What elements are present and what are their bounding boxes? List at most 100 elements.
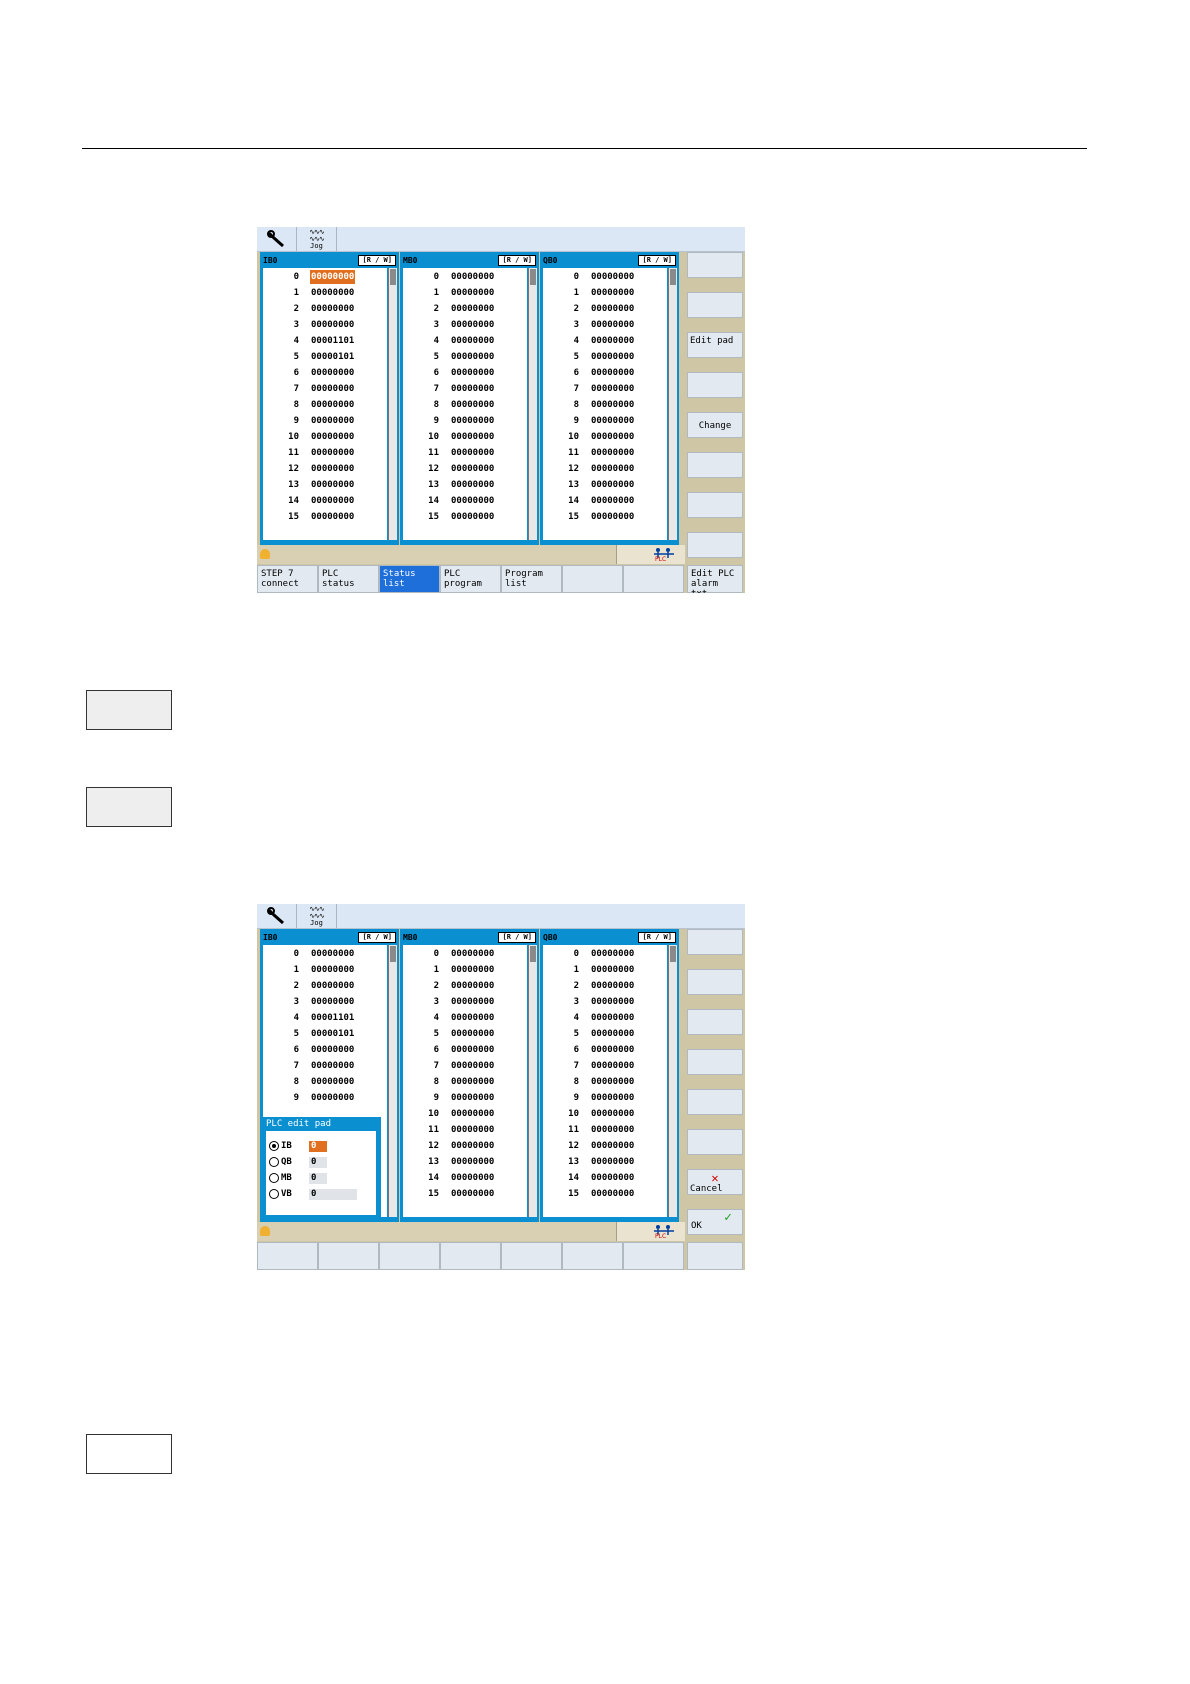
- horizontal-softkey-5[interactable]: [501, 1242, 562, 1270]
- vertical-softkey-6[interactable]: [687, 452, 743, 478]
- jog-mode-button[interactable]: ∿∿∿∿∿∿ Jog: [297, 227, 337, 251]
- option-value-field[interactable]: 0: [309, 1157, 327, 1168]
- vertical-softkey-3[interactable]: Edit pad: [687, 332, 743, 358]
- vertical-softkey-7[interactable]: [687, 492, 743, 518]
- scrollbar-thumb[interactable]: [530, 269, 536, 285]
- scrollbar[interactable]: [528, 268, 537, 540]
- scrollbar-thumb[interactable]: [390, 946, 396, 962]
- horizontal-softkey-5[interactable]: Program list: [501, 565, 562, 593]
- horizontal-softkey-8[interactable]: [687, 1242, 743, 1270]
- horizontal-softkey-1[interactable]: [257, 1242, 318, 1270]
- option-value-field[interactable]: 0: [309, 1173, 327, 1184]
- vertical-softkey-2[interactable]: [687, 969, 743, 995]
- horizontal-softkey-8[interactable]: Edit PLC alarm txt: [687, 565, 743, 593]
- horizontal-softkey-3[interactable]: [379, 1242, 440, 1270]
- horizontal-softkey-4[interactable]: PLC program: [440, 565, 501, 593]
- radio-button[interactable]: [269, 1172, 279, 1183]
- vertical-softkey-1[interactable]: [687, 252, 743, 278]
- option-value-field[interactable]: 0: [309, 1141, 327, 1152]
- vertical-softkey-1[interactable]: [687, 929, 743, 955]
- vertical-softkey-7[interactable]: ✕Cancel: [687, 1169, 743, 1195]
- radio-button[interactable]: [269, 1140, 279, 1151]
- horizontal-softkey-2[interactable]: [318, 1242, 379, 1270]
- scrollbar[interactable]: [668, 945, 677, 1217]
- option-value-field[interactable]: 0: [309, 1189, 357, 1200]
- horizontal-softkey-7[interactable]: [623, 1242, 684, 1270]
- horizontal-softkey-7[interactable]: [623, 565, 684, 593]
- scrollbar[interactable]: [388, 945, 397, 1217]
- radio-button[interactable]: [269, 1188, 279, 1199]
- vertical-softkey-8[interactable]: ✓OK: [687, 1209, 743, 1235]
- horizontal-softkey-6[interactable]: [562, 565, 623, 593]
- vertical-softkey-4[interactable]: [687, 372, 743, 398]
- horizontal-softkey-4[interactable]: [440, 1242, 501, 1270]
- scrollbar-thumb[interactable]: [530, 946, 536, 962]
- scrollbar[interactable]: [388, 268, 397, 540]
- vertical-softkey-8[interactable]: [687, 532, 743, 558]
